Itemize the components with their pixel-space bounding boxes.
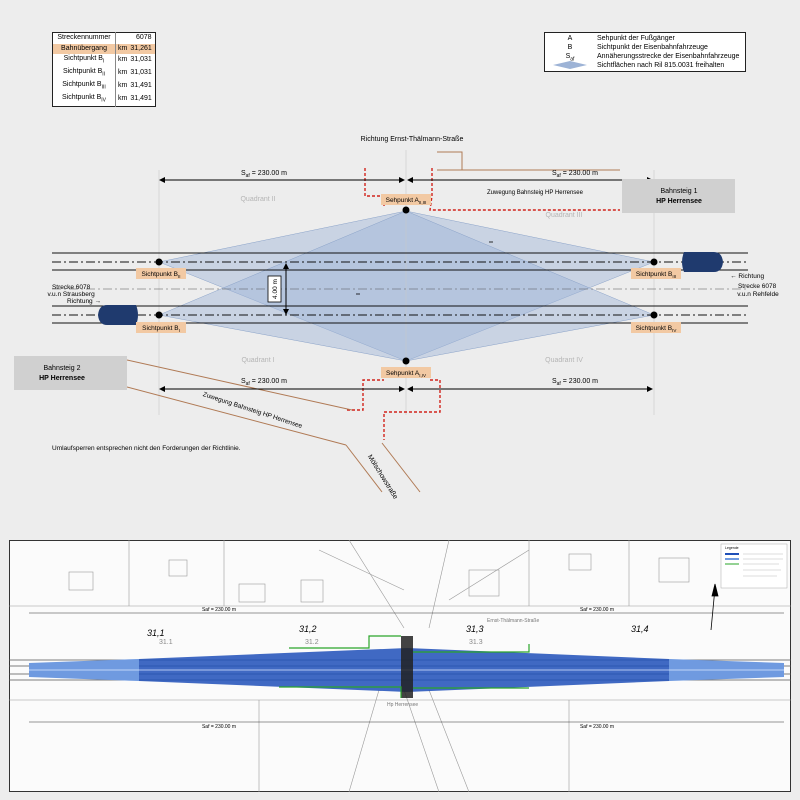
plan-km-label: 31,3 [466, 624, 484, 634]
legend-row: Sichtflächen nach Ril 815.0031 freihalte… [545, 61, 745, 70]
label-boxes [136, 194, 681, 378]
dimension-label: Saf = 230.00 m [552, 378, 598, 387]
sehpunkt-label: Sehpunkt AI,IV [386, 370, 426, 378]
sight-area-polygon [158, 210, 655, 362]
quadrant-label: Quadrant III [546, 212, 583, 219]
sichtpunkt-label: Sichtpunkt BIV [636, 325, 677, 333]
info-label: Bahnübergang [52, 43, 116, 54]
plan-street-label: Ernst-Thälmann-Straße [487, 618, 539, 624]
plan-dimension-label: Saf = 230.00 m [580, 724, 614, 730]
plan-crossing [401, 636, 413, 698]
legend-row: B Sichtpunkt der Eisenbahnfahrzeuge [545, 43, 745, 52]
platform-1-line2: HP Herrensee [656, 198, 702, 205]
platform-2-box [14, 356, 127, 390]
road-direction-label: Richtung Ernst-Thälmann-Straße [361, 136, 464, 143]
plan-km-label: 31,4 [631, 624, 649, 634]
info-label: Sichtpunkt BI [52, 54, 116, 67]
sight-triangle-diagram: Richtung Ernst-Thälmann-Straße Saf = 230… [14, 136, 779, 501]
info-label: Sichtpunkt BII [52, 66, 116, 80]
sichtpunkt-marker [650, 311, 658, 319]
info-label: Sichtpunkt BIV [52, 92, 116, 107]
plan-station-label: Hp Herrensee [387, 702, 418, 708]
legend-row: A Sehpunkt der Fußgänger [545, 34, 745, 43]
legend-text: Sehpunkt der Fußgänger [597, 35, 675, 42]
plan-km-label-small: 31.3 [469, 639, 483, 646]
sehpunkt-label: Sehpunkt AII,III [386, 197, 427, 205]
plan-km-label: 31,1 [147, 628, 165, 638]
legend-row: Saf Annäherungsstrecke der Eisenbahnfahr… [545, 52, 745, 63]
legend-symbol: Saf [565, 53, 575, 63]
width-label-box [267, 275, 282, 303]
dimension-label: Saf = 230.00 m [241, 378, 287, 387]
dimension-label: Saf = 230.00 m [241, 170, 287, 179]
plan-dimension-lines [29, 612, 784, 723]
sichtpunkt-label: Sichtpunkt BI [142, 325, 180, 333]
track-width-label: 4.00 m [272, 279, 279, 299]
platform-2-line1: Bahnsteig 2 [44, 365, 81, 372]
site-plan: Legende 31,1 31,2 31,3 31,4 31.1 31.2 31… [9, 540, 791, 792]
plan-access-paths [279, 635, 530, 698]
right-direction-label: ← Richtung Strecke 6078 v.u.n Rehfelde [730, 273, 779, 298]
legend-symbol: A [567, 35, 573, 42]
note-text: Umlaufsperren entsprechen nicht den Ford… [52, 445, 241, 452]
plan-legend [720, 543, 788, 589]
sight-area-swatch [551, 61, 589, 72]
sichtpunkt-marker [155, 311, 163, 319]
access-path-lines [126, 151, 620, 493]
left-direction-label: Strecke 6078 v.u.n Strausberg Richtung → [47, 284, 101, 305]
platform-1-box [622, 179, 735, 213]
plan-dimension-label: Saf = 230.00 m [202, 724, 236, 730]
north-arrow-icon [710, 583, 719, 631]
access-path-label: Zuwegung Bahnsteig HP Herrensee [487, 190, 584, 196]
platform-1-line1: Bahnsteig 1 [661, 188, 698, 195]
quadrant-label: Quadrant II [240, 196, 275, 203]
sichtpunkt-marker [155, 258, 163, 266]
train-right [682, 252, 723, 272]
plan-km-label-small: 31.2 [305, 639, 319, 646]
quadrant-label: Quadrant I [241, 357, 274, 364]
plan-dimension-label: Saf = 230.00 m [580, 607, 614, 613]
dimension-label: Saf = 230.00 m [552, 170, 598, 179]
sichtpunkt-label: Sichtpunkt BIII [636, 271, 676, 279]
legend-text: Sichtflächen nach Ril 815.0031 freihalte… [597, 62, 725, 69]
plan-km-label-small: 31.1 [159, 639, 173, 646]
plan-legend-title: Legende [725, 546, 739, 550]
plan-dimension-label: Saf = 230.00 m [202, 607, 236, 613]
platform-2-line2: HP Herrensee [39, 375, 85, 382]
sichtpunkt-marker [650, 258, 658, 266]
plan-km-label: 31,2 [299, 624, 317, 634]
sight-area-group [158, 210, 655, 362]
legend-box: A Sehpunkt der Fußgänger B Sichtpunkt de… [544, 32, 746, 72]
train-left [98, 305, 138, 325]
info-value: 6078 [136, 34, 152, 41]
info-label: Streckennummer [52, 32, 116, 44]
legend-symbol: B [567, 44, 573, 51]
legend-text: Sichtpunkt der Eisenbahnfahrzeuge [597, 44, 708, 51]
dimension-lines [159, 177, 653, 392]
sehpunkt-marker [402, 206, 410, 214]
sichtpunkt-label: Sichtpunkt BII [141, 271, 180, 279]
sight-points [155, 206, 658, 365]
info-label: Sichtpunkt BIII [52, 79, 116, 93]
parcel-lines [9, 540, 791, 792]
sehpunkt-marker [402, 357, 410, 365]
quadrant-label: Quadrant IV [545, 357, 583, 364]
legend-text: Annäherungsstrecke der Eisenbahnfahrzeug… [597, 53, 740, 60]
info-row: Streckennummer 6078 [52, 32, 156, 44]
